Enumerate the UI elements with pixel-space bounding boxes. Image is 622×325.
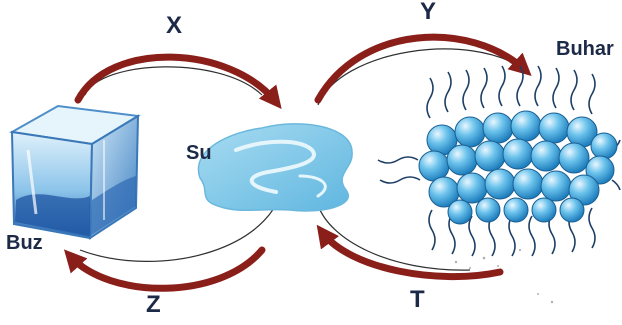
arrow-t [316,224,504,281]
ice-label: Buz [6,232,43,254]
arrow-y-label: Y [420,0,437,25]
speckles [454,248,554,304]
vapor-label: Buhar [556,38,614,60]
arrow-x-label: X [166,12,183,39]
arrow-t-label: T [410,286,425,313]
water-label: Su [186,142,212,164]
vapor-cluster [377,65,621,257]
arrow-x [74,53,282,109]
water-puddle [197,123,353,212]
ice-cube [8,104,141,240]
arrow-y [314,33,532,104]
arrow-z-label: Z [146,291,161,318]
arrow-z [63,246,266,292]
